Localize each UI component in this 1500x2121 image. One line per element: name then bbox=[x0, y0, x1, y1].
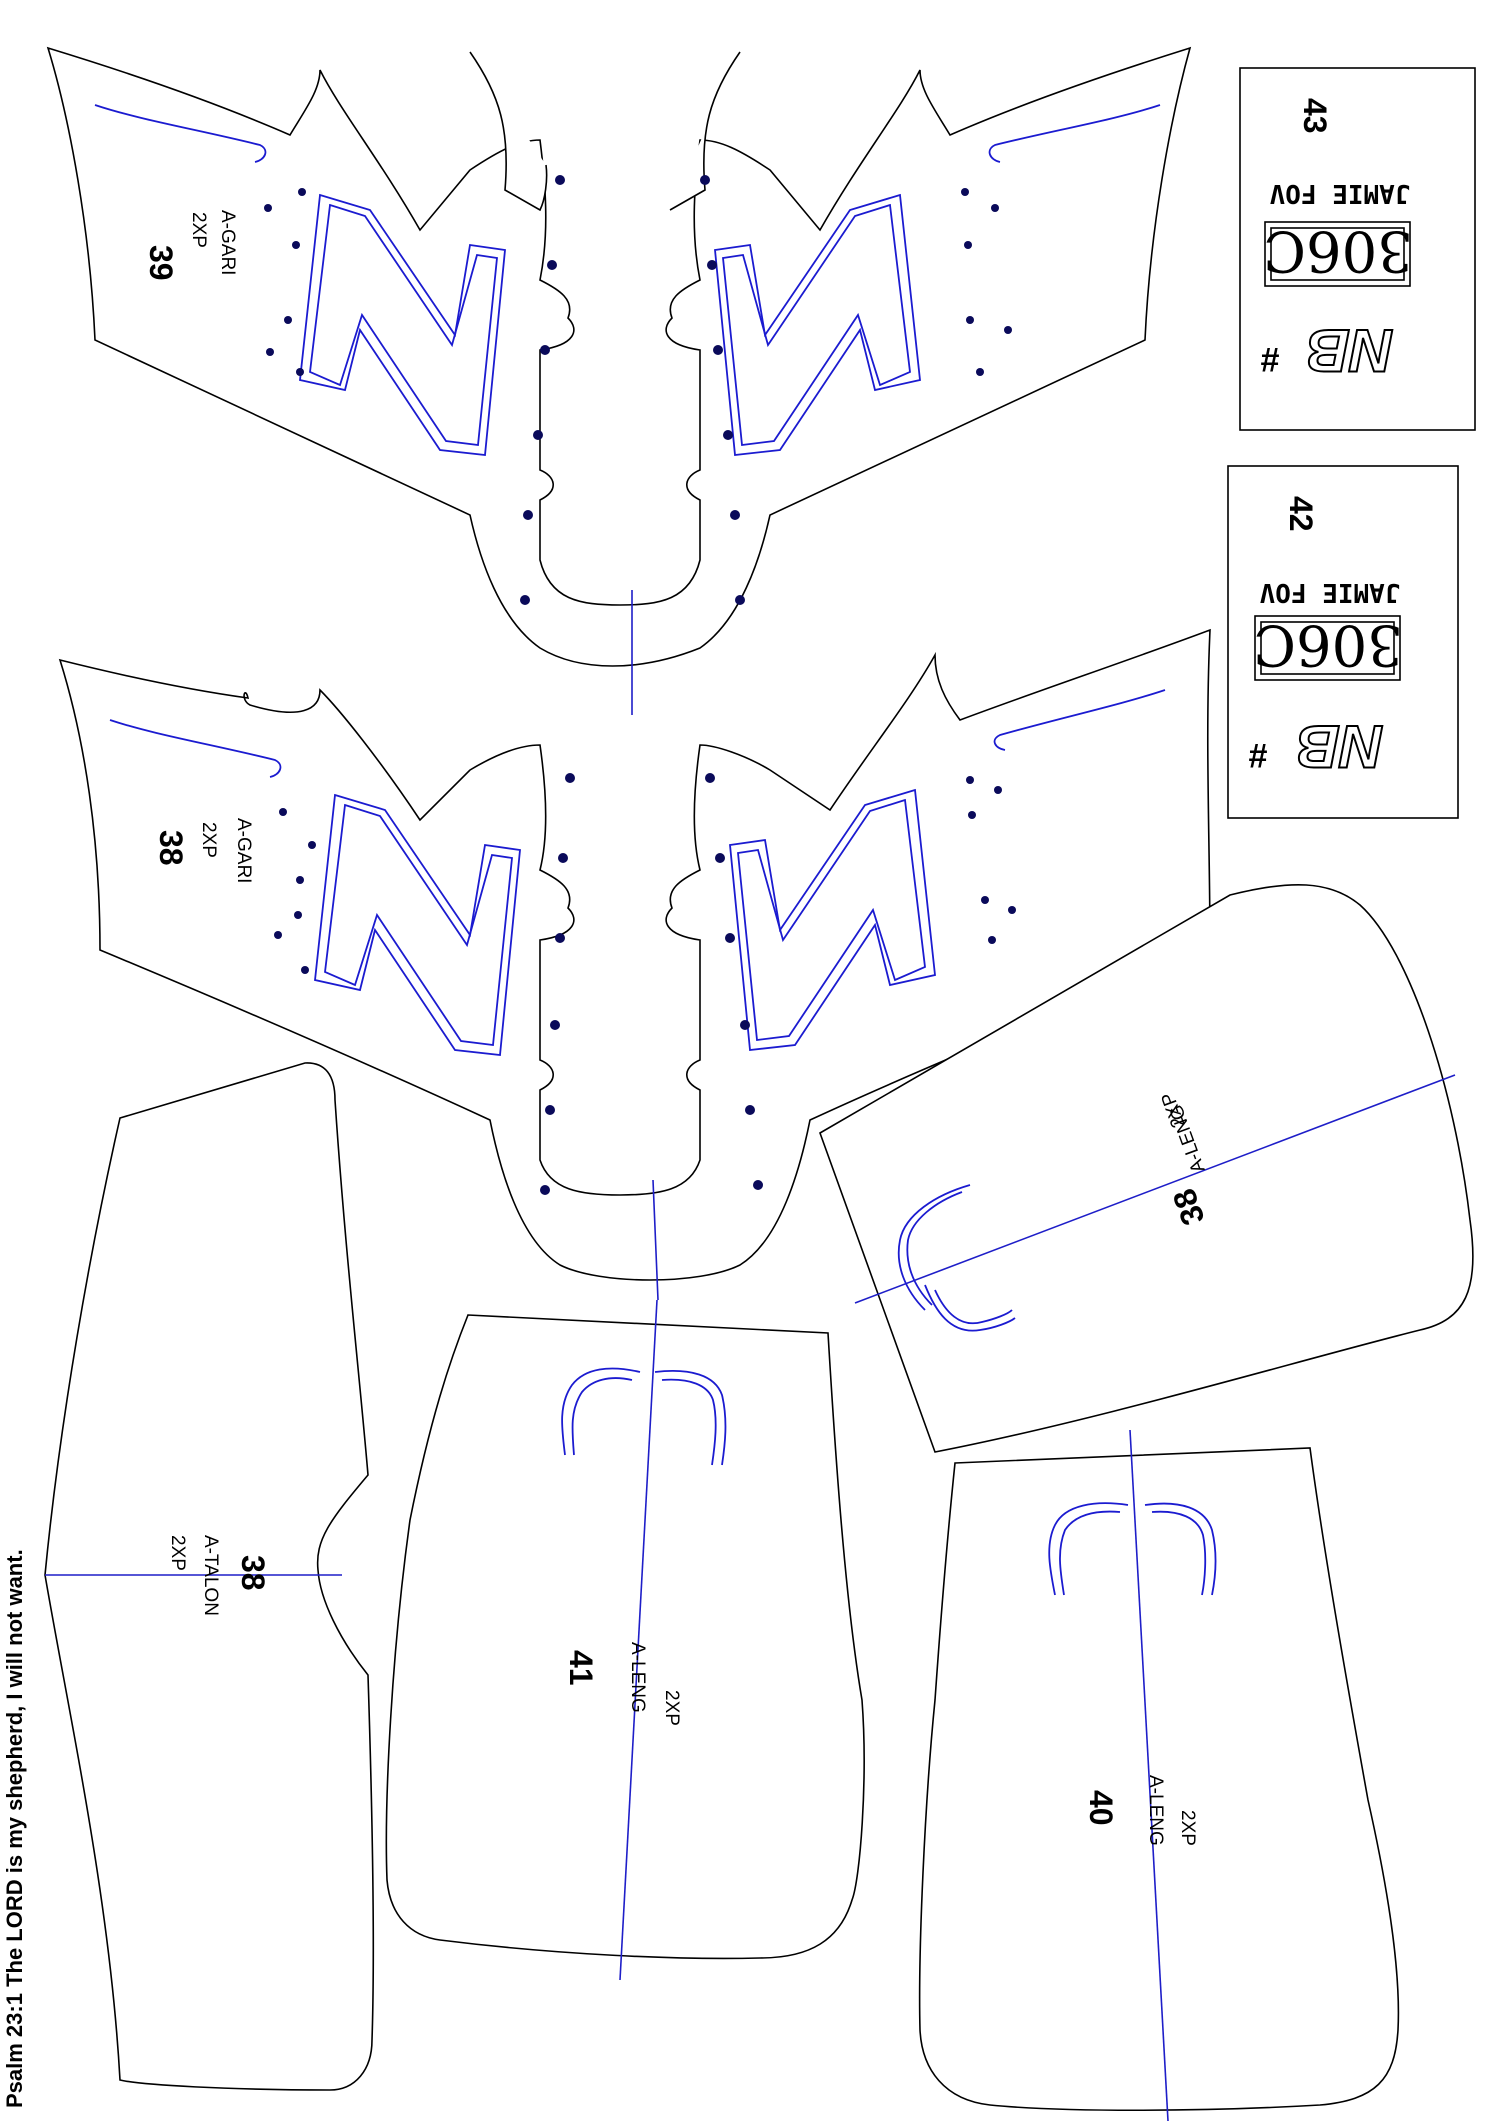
talon-piece-38: 38 A-TALON 2XP bbox=[44, 1062, 375, 2091]
tag-code: 306C bbox=[1263, 218, 1413, 283]
n-logo-left-38 bbox=[314, 793, 521, 1056]
tag-name: JAMIE FOV bbox=[1270, 178, 1411, 208]
tag-code: 306C bbox=[1253, 612, 1403, 677]
vamp-piece-38 bbox=[58, 628, 1211, 1281]
piece-name: A-GARI bbox=[217, 210, 238, 275]
tag-number: 42 bbox=[1283, 496, 1319, 532]
n-logo-left-39 bbox=[299, 193, 506, 456]
grain-line bbox=[652, 1179, 659, 1301]
piece-qty: 2XP bbox=[167, 1535, 188, 1571]
eyelet-holes bbox=[264, 175, 1016, 1195]
leng-piece-41: 41 A-LENG 2XP bbox=[385, 1299, 865, 1981]
piece-number: 40 bbox=[1083, 1790, 1119, 1826]
leng-piece-38: 38 A-LENG 2XP bbox=[819, 883, 1474, 1453]
leng-piece-40: 40 A-LENG 2XP bbox=[918, 1429, 1400, 2121]
n-logo-right-38 bbox=[729, 788, 936, 1051]
accent-curve bbox=[988, 104, 1161, 163]
piece-name: A-TALON bbox=[200, 1535, 221, 1616]
n-logo-right-39 bbox=[714, 193, 921, 456]
piece-number: 39 bbox=[143, 245, 179, 281]
tag-name: JAMIE FOV bbox=[1260, 577, 1401, 607]
vamp-piece-39 bbox=[46, 46, 1192, 667]
piece-name: A-LENG bbox=[627, 1642, 648, 1713]
tag-42: 306C JAMIE FOV NB # 42 bbox=[1227, 465, 1459, 819]
tag-hash: # bbox=[1260, 340, 1279, 378]
tag-hash: # bbox=[1248, 736, 1267, 774]
accent-curve bbox=[993, 689, 1166, 751]
piece-qty: 2XP bbox=[188, 212, 209, 248]
tag-43: 306C JAMIE FOV NB # 43 bbox=[1239, 67, 1476, 431]
piece-number: 38 bbox=[153, 830, 189, 866]
tag-number: 43 bbox=[1297, 98, 1333, 134]
piece-name: A-GARI bbox=[233, 818, 254, 883]
piece-qty: 2XP bbox=[1177, 1810, 1198, 1846]
piece-number: 38 bbox=[235, 1555, 271, 1591]
nb-logo: NB bbox=[1307, 317, 1394, 384]
piece-name: A-LENG bbox=[1145, 1775, 1166, 1846]
nb-logo: NB bbox=[1297, 713, 1384, 780]
accent-curve bbox=[109, 719, 282, 778]
footer-verse: Psalm 23:1 The LORD is my shepherd, I wi… bbox=[2, 1549, 27, 2108]
piece-qty: 2XP bbox=[661, 1690, 682, 1726]
accent-curve bbox=[94, 104, 267, 163]
piece-number: 41 bbox=[563, 1650, 599, 1686]
piece-qty: 2XP bbox=[198, 822, 219, 858]
